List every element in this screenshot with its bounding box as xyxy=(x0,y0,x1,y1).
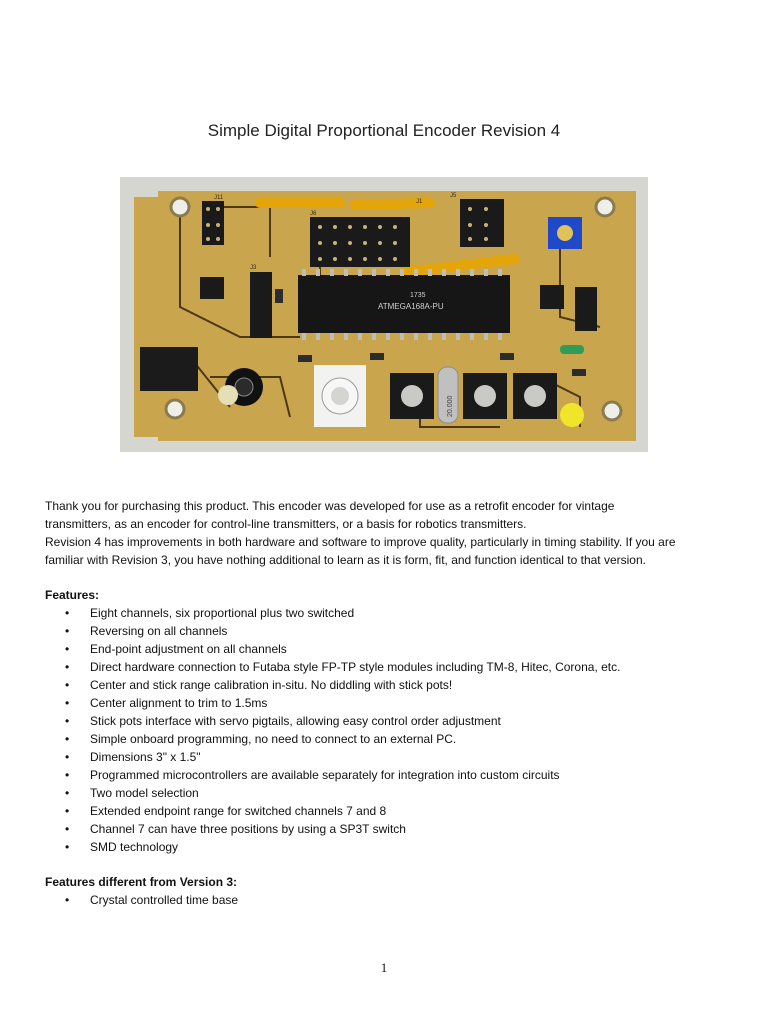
intro-line: Thank you for purchasing this product. T… xyxy=(45,499,615,513)
mounting-holes xyxy=(164,196,623,422)
bullet-icon: • xyxy=(65,786,70,800)
circuit-board-photo: 1735 ATMEGA168A-PU 20.000 J11 J5 J6 J1 J… xyxy=(120,177,648,452)
bullet-icon: • xyxy=(65,893,70,907)
feature-item: •Programmed microcontrollers are availab… xyxy=(65,768,560,782)
pcb-right-tab xyxy=(590,197,636,437)
feature-item: •Reversing on all channels xyxy=(65,624,228,638)
diff-features-list: •Crystal controlled time base xyxy=(45,891,735,909)
bullet-icon: • xyxy=(65,822,70,836)
chip-code: 1735 xyxy=(410,292,426,299)
svg-text:J6: J6 xyxy=(310,211,317,217)
svg-text:J1: J1 xyxy=(416,199,423,205)
feature-item: •Extended endpoint range for switched ch… xyxy=(65,804,387,818)
bullet-icon: • xyxy=(65,840,70,854)
bullet-icon: • xyxy=(65,714,70,728)
feature-item: •Two model selection xyxy=(65,786,199,800)
feature-item: •SMD technology xyxy=(65,840,179,854)
bullet-icon: • xyxy=(65,696,70,710)
features-list: •Eight channels, six proportional plus t… xyxy=(45,604,735,856)
feature-item: •Simple onboard programming, no need to … xyxy=(65,732,457,746)
svg-text:J5: J5 xyxy=(450,193,457,199)
page-number: 1 xyxy=(380,960,388,975)
power-jack xyxy=(140,347,198,391)
intro-line: transmitters, as an encoder for control-… xyxy=(45,517,527,531)
bullet-icon: • xyxy=(65,768,70,782)
feature-item: •Eight channels, six proportional plus t… xyxy=(65,606,355,620)
microcontroller-chip xyxy=(298,275,510,333)
smd-components xyxy=(275,289,586,376)
document-title: Simple Digital Proportional Encoder Revi… xyxy=(207,121,561,140)
feature-item: •End-point adjustment on all channels xyxy=(65,642,287,656)
bullet-icon: • xyxy=(65,606,70,620)
bullet-icon: • xyxy=(65,678,70,692)
push-buttons xyxy=(390,373,557,419)
yellow-jumper-wires xyxy=(255,198,520,277)
diff-features-heading: Features different from Version 3: xyxy=(45,875,238,889)
small-capacitor xyxy=(218,385,238,405)
crystal-oscillator xyxy=(437,366,459,424)
features-heading: Features: xyxy=(45,588,100,602)
feature-item: •Center alignment to trim to 1.5ms xyxy=(65,696,268,710)
green-diode xyxy=(560,345,584,354)
feature-item: •Channel 7 can have three positions by u… xyxy=(65,822,406,836)
diff-feature-item: •Crystal controlled time base xyxy=(65,893,239,907)
pin-tips xyxy=(206,207,488,261)
bullet-icon: • xyxy=(65,732,70,746)
feature-item: •Stick pots interface with servo pigtail… xyxy=(65,714,501,728)
document-body: Thank you for purchasing this product. T… xyxy=(45,497,735,909)
pcb-labels: J11 J5 J6 J1 J3 xyxy=(214,193,457,271)
bullet-icon: • xyxy=(65,750,70,764)
intro-line: Revision 4 has improvements in both hard… xyxy=(45,535,676,549)
bullet-icon: • xyxy=(65,660,70,674)
pcb-left-tab xyxy=(134,197,194,437)
chip-pins xyxy=(302,269,502,340)
chip-label: ATMEGA168A-PU xyxy=(378,302,444,311)
svg-text:J11: J11 xyxy=(214,195,224,201)
transistor xyxy=(540,285,564,309)
crystal-label: 20.000 xyxy=(447,395,454,417)
bullet-icon: • xyxy=(65,642,70,656)
yellow-led xyxy=(560,403,584,427)
feature-item: •Center and stick range calibration in-s… xyxy=(65,678,453,692)
bullet-icon: • xyxy=(65,804,70,818)
svg-text:J3: J3 xyxy=(250,265,257,271)
intro-line: familiar with Revision 3, you have nothi… xyxy=(45,553,646,567)
feature-item: •Dimensions 3" x 1.5" xyxy=(65,750,201,764)
transistor xyxy=(200,277,224,299)
feature-item: •Direct hardware connection to Futaba st… xyxy=(65,660,621,674)
bullet-icon: • xyxy=(65,624,70,638)
